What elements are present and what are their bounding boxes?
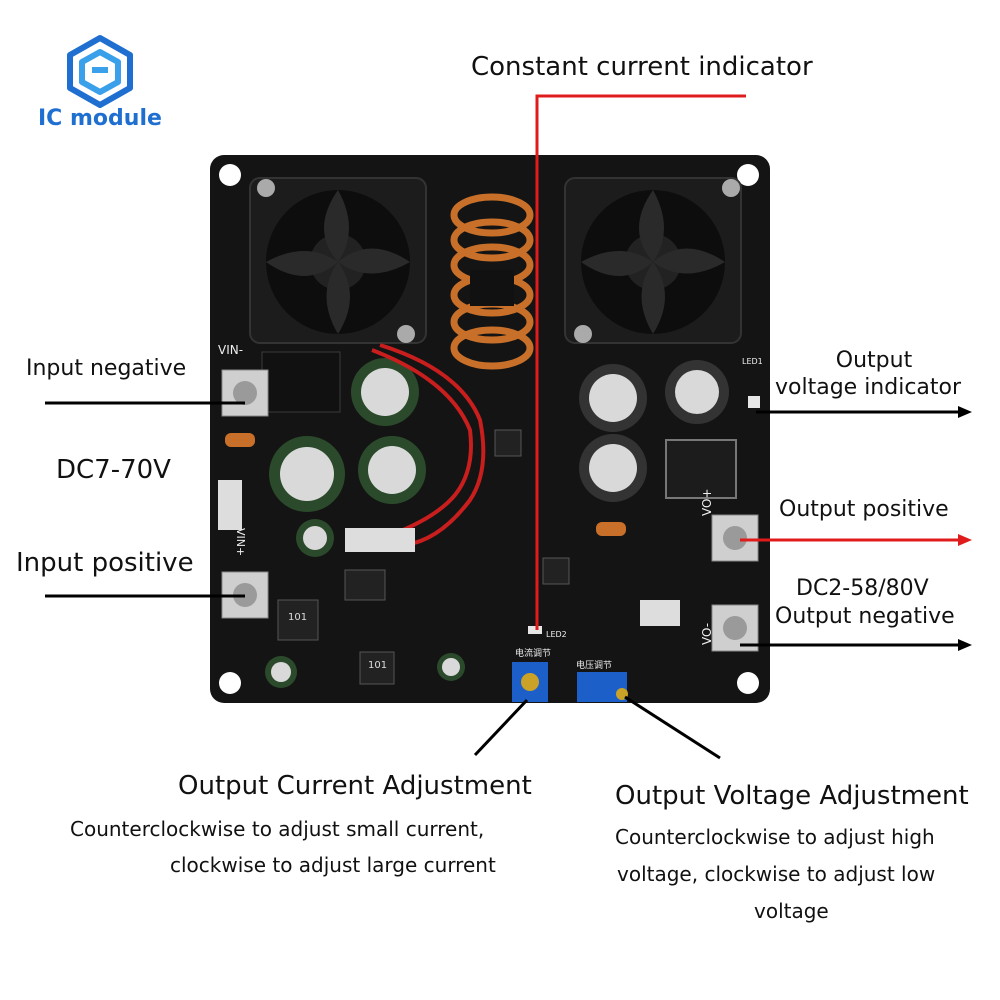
- current-adjustment-desc-1: Counterclockwise to adjust small current…: [70, 817, 485, 841]
- red-wire: [379, 343, 486, 547]
- constant-current-pointer: [535, 94, 746, 630]
- small-cap: [596, 522, 626, 536]
- output-voltage-indicator-label-line2: voltage indicator: [775, 375, 962, 400]
- terminal-vo-plus: [711, 514, 759, 562]
- ic-chip: [494, 429, 522, 457]
- voltage-adjustment-title: Output Voltage Adjustment: [615, 781, 969, 811]
- current-adjustment-title: Output Current Adjustment: [178, 771, 532, 801]
- output-negative-label: Output negative: [775, 604, 955, 629]
- red-wire: [359, 348, 473, 547]
- toroid-inductor: [450, 193, 534, 370]
- capacitors-left: [265, 358, 465, 688]
- input-positive-label: Input positive: [16, 548, 194, 578]
- silk-inductor-mark: 101: [368, 660, 388, 671]
- voltage-adjust-pointer: [624, 695, 721, 760]
- led2: [528, 626, 542, 634]
- left-fan: [249, 177, 427, 344]
- silk-vin-minus: VIN-: [218, 343, 244, 357]
- mount-hole: [737, 164, 759, 186]
- current-adjust-pointer: [473, 698, 529, 757]
- arrow-head: [958, 406, 972, 418]
- ic-chip: [542, 557, 570, 585]
- input-negative-label: Input negative: [26, 356, 187, 381]
- fuse: [218, 480, 242, 530]
- mount-hole: [219, 164, 241, 186]
- voltage-adjustment-desc-1: Counterclockwise to adjust high: [615, 825, 935, 849]
- terminal-vo-minus: [711, 604, 759, 652]
- current-adjustment-desc-2: clockwise to adjust large current: [170, 853, 496, 877]
- arrow-head: [958, 639, 972, 651]
- brand-logo-text: IC module: [38, 106, 162, 131]
- input-voltage-label: DC7-70V: [56, 455, 171, 485]
- silk-led1: LED1: [742, 357, 763, 366]
- silk-inductor-mark: 101: [288, 612, 308, 623]
- current-pot: [512, 662, 548, 702]
- shunt-resistor: [640, 600, 680, 626]
- wire-connector: [345, 528, 415, 552]
- terminal-vin-minus: [221, 369, 269, 417]
- silk-voltage-adj: 电压调节: [576, 661, 613, 671]
- heatsink-left: [261, 351, 341, 413]
- ic-chip: [344, 569, 386, 601]
- voltage-pot: [577, 672, 628, 702]
- output-voltage-indicator-label-line1: Output: [835, 348, 913, 373]
- toroid-core: [470, 270, 514, 306]
- constant-current-indicator-label: Constant current indicator: [471, 52, 813, 82]
- led1: [748, 396, 760, 408]
- small-cap: [225, 433, 255, 447]
- voltage-adjustment-desc-2: voltage, clockwise to adjust low: [617, 862, 936, 886]
- arrow-head: [958, 534, 972, 546]
- logo-icon: [67, 35, 133, 108]
- mount-hole: [737, 672, 759, 694]
- output-voltage-range-label: DC2-58/80V: [796, 576, 929, 601]
- smd-inductor-l3: [359, 651, 395, 685]
- output-positive-label: Output positive: [779, 497, 949, 522]
- right-fan: [564, 177, 742, 344]
- capacitors-right: [579, 360, 729, 502]
- silk-current-adj: 电流调节: [515, 649, 552, 659]
- mosfet-right: [665, 439, 737, 499]
- mount-hole: [219, 672, 241, 694]
- smd-inductor: [277, 599, 319, 641]
- voltage-adjustment-desc-3: voltage: [754, 899, 829, 923]
- silk-led2: LED2: [546, 630, 567, 639]
